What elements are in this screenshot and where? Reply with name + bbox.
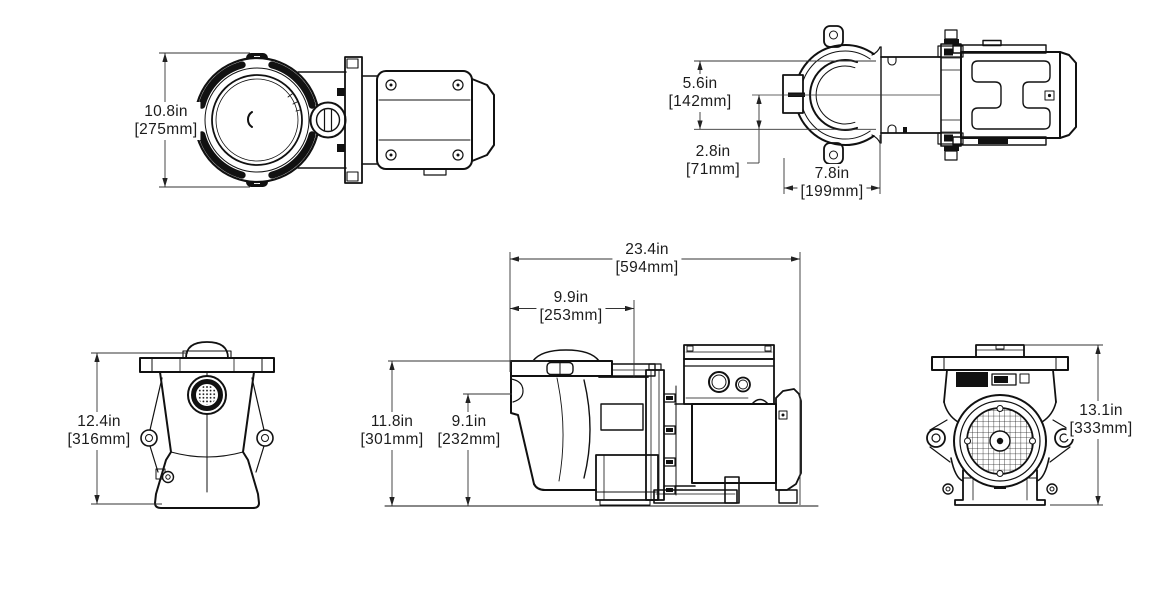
dim-label-rear-height: 13.1in [333mm] [1066,401,1136,439]
dim-in: 10.8in [144,103,188,120]
dim-in: 2.8in [695,143,731,160]
dim-mm: [301mm] [360,431,424,448]
dim-mm: [199mm] [800,183,864,200]
top-view-drawing [193,53,495,187]
dim-mm: [71mm] [685,161,741,178]
dim-in: 13.1in [1079,402,1123,419]
dim-label-front-height: 12.4in [316mm] [64,412,134,450]
dim-mm: [253mm] [539,307,603,324]
dim-label-port-center-height: 2.8in [71mm] [682,142,744,180]
rear-view-drawing [926,344,1074,506]
dim-label-lid-height: 11.8in [301mm] [357,412,427,450]
dim-in: 11.8in [370,413,414,430]
dim-in: 12.4in [77,413,121,430]
dim-label-overall-length: 23.4in [594mm] [612,240,682,278]
dim-mm: [316mm] [67,431,131,448]
side-view-drawing [384,344,819,507]
dim-mm: [333mm] [1069,420,1133,437]
dim-label-port-span: 7.8in [199mm] [797,164,867,202]
dim-label-top-width: 10.8in [275mm] [131,102,201,140]
front-view-drawing [139,341,275,509]
dim-mm: [275mm] [134,121,198,138]
dim-in: 5.6in [682,75,718,92]
dim-mm: [232mm] [437,431,501,448]
dim-label-pot-length: 9.9in [253mm] [536,288,606,326]
dim-in: 7.8in [814,165,850,182]
dim-mm: [594mm] [615,259,679,276]
dim-in: 9.9in [553,289,589,306]
dim-in: 23.4in [625,241,669,258]
dim-mm: [142mm] [668,93,732,110]
dim-in: 9.1in [451,413,487,430]
dim-label-port-total-height: 5.6in [142mm] [665,74,735,112]
dim-label-union-height: 9.1in [232mm] [434,412,504,450]
